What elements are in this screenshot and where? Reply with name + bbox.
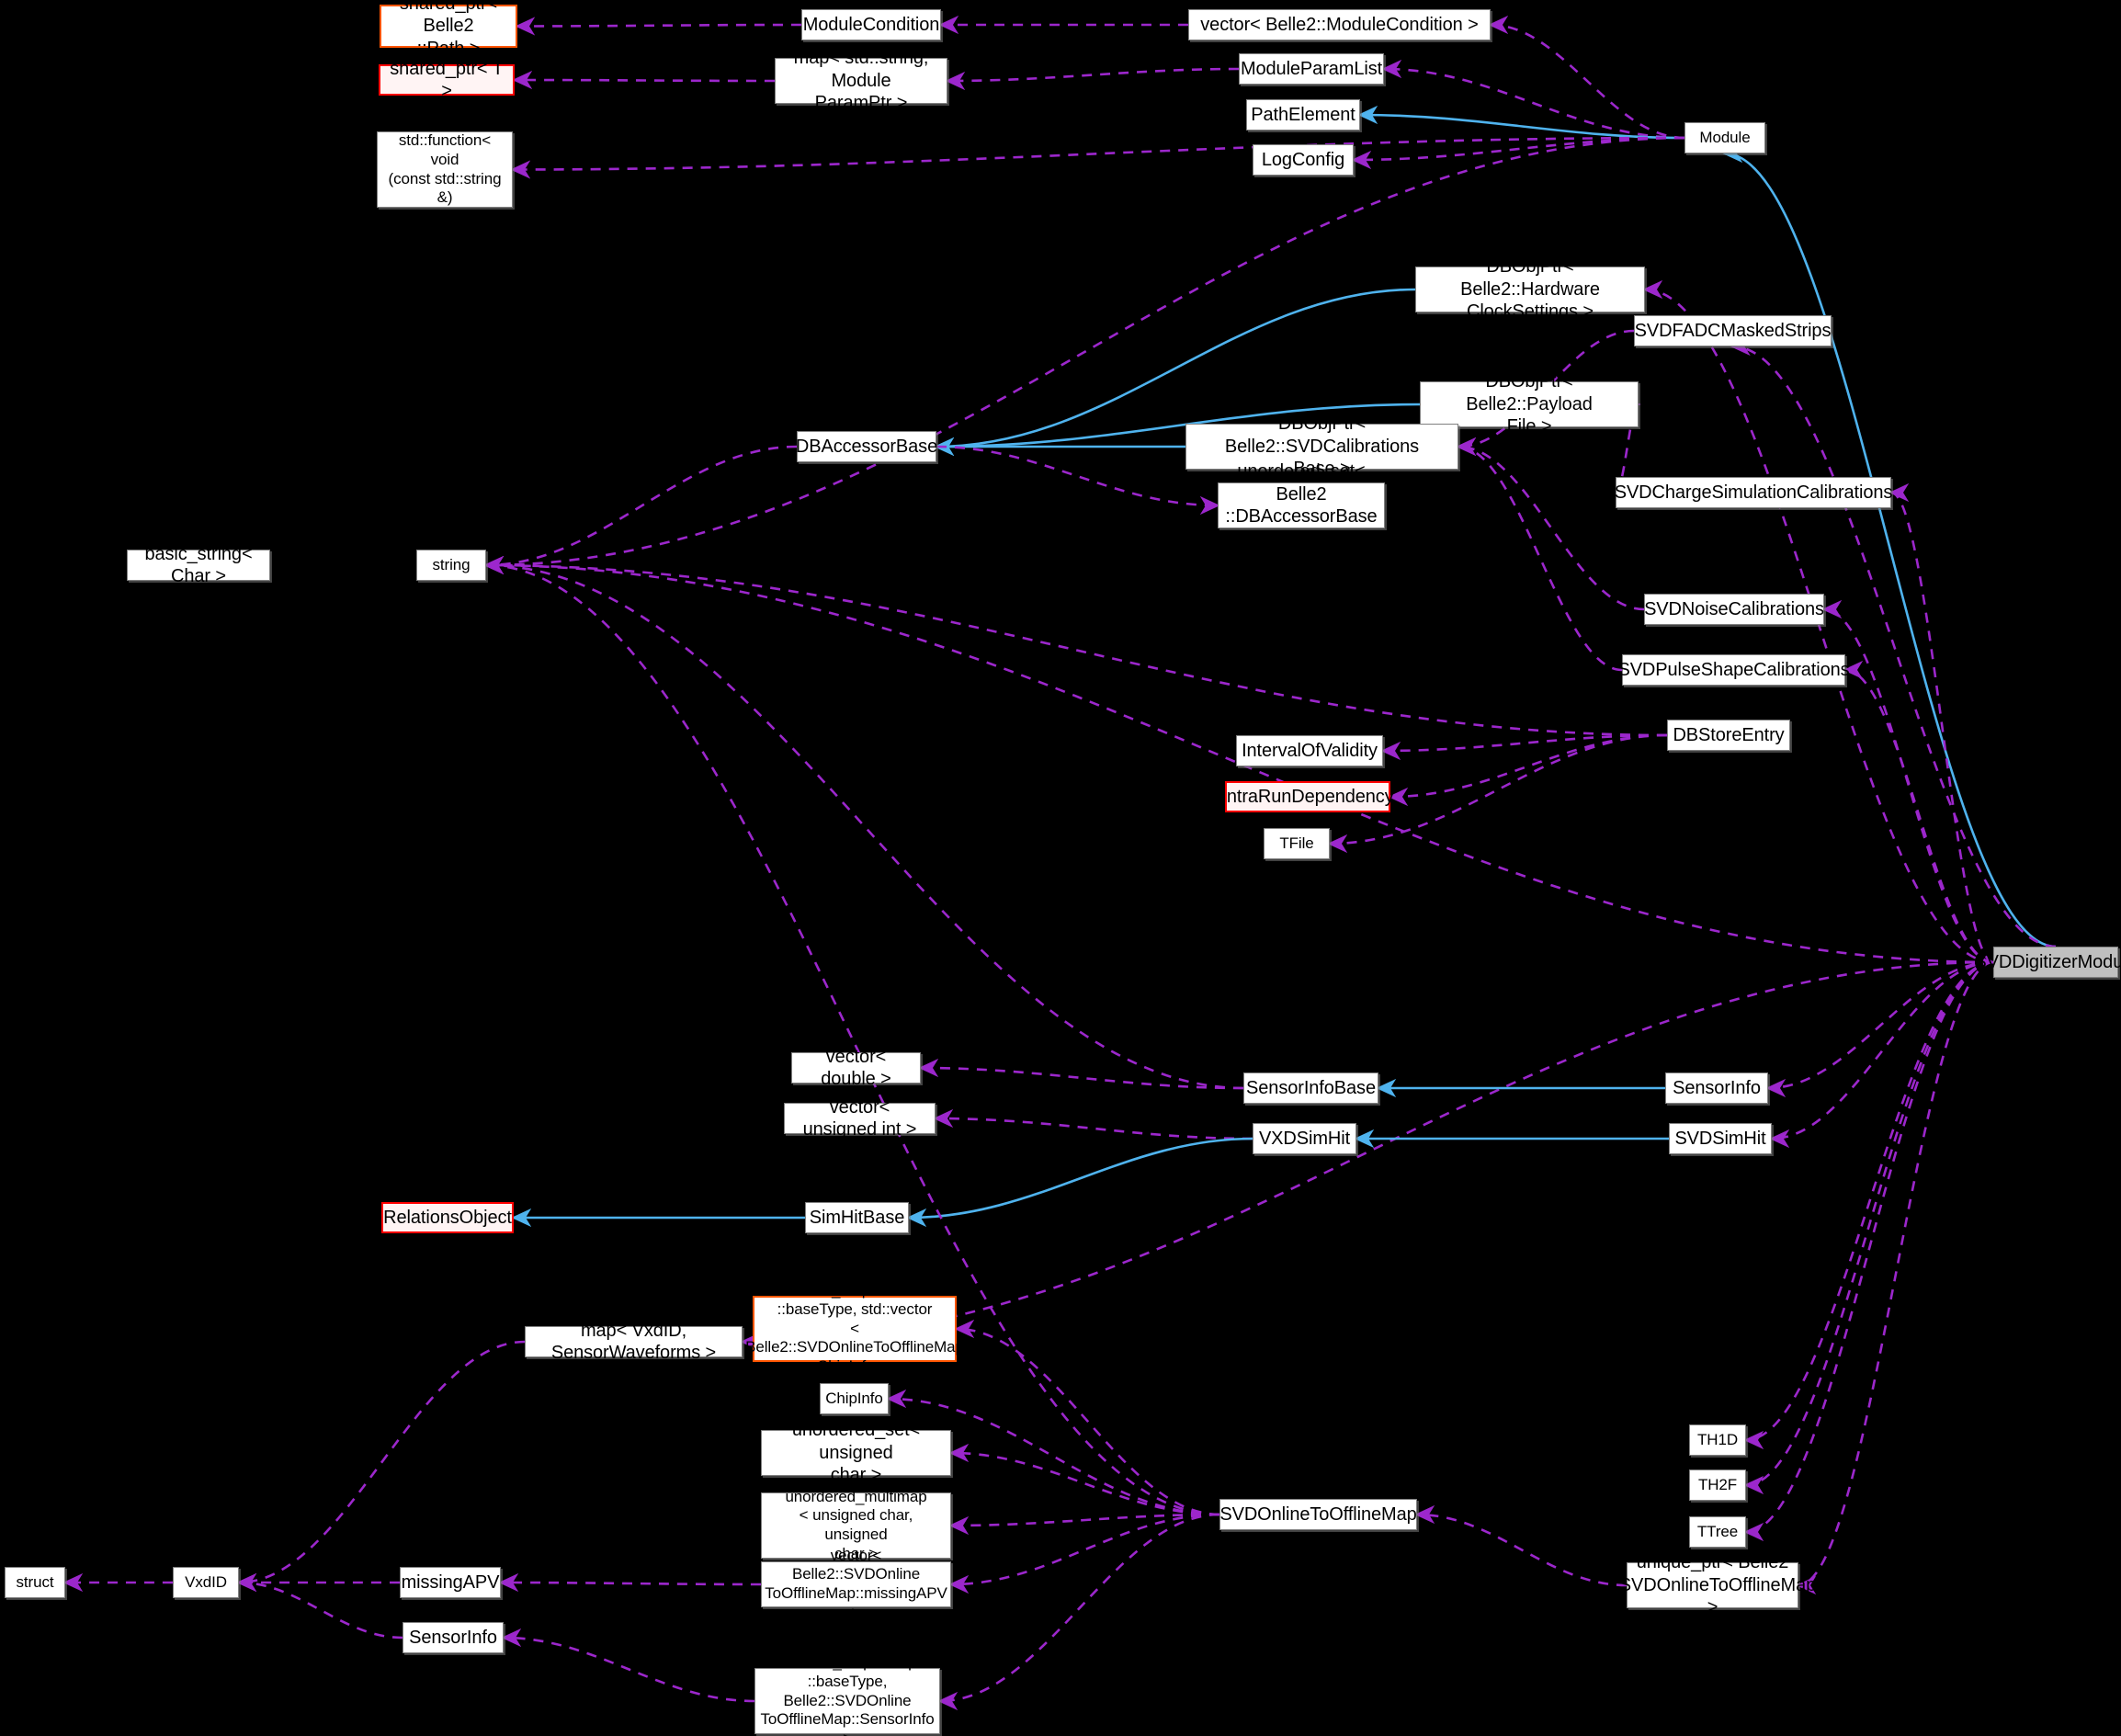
node-map_string_moduleparam[interactable]: map< std::string, Module ParamPtr > [775,48,947,113]
edge-svdonlinetoofflinemap-to-unordered_map_chipid [937,1513,1220,1711]
node-dbstoreentry[interactable]: DBStoreEntry [1667,720,1790,751]
node-vector_double[interactable]: vector< double > [791,1047,921,1089]
node-ttree[interactable]: TTree [1689,1516,1746,1548]
node-vec_missingapv[interactable]: vector< Belle2::SVDOnline ToOfflineMap::… [761,1547,951,1621]
node-unordered_map_chipid[interactable]: unordered_map< ChipID ::baseType, Belle2… [754,1653,940,1736]
node-vec_pair_function[interactable]: vector< std::pair< std::function< void (… [377,112,513,225]
edge-vec_missingapv-to-missingapv [498,1572,762,1593]
node-shared_ptr_path[interactable]: shared_ptr< Belle2 ::Path > [380,0,517,59]
node-unordered_map_sensorid[interactable]: unordered_map< SensorID ::baseType, std:… [745,1281,964,1376]
edge-module-to-pathelement [1357,105,1685,140]
edge-svddigitizermodule-to-module [1722,143,2057,948]
edge-svddigitizermodule-to-th2f [1743,960,1994,1495]
node-intrarundependency[interactable]: IntraRunDependency [1221,781,1394,812]
edge-vxdsimhit-to-simhitbase [906,1137,1253,1228]
edge-map_vxdid_waveform-to-vxdid [236,1340,526,1593]
node-dbaccessorbase[interactable]: DBAccessorBase [796,431,937,462]
node-logconfig[interactable]: LogConfig [1253,144,1354,176]
node-sensorinfo_bottom[interactable]: SensorInfo [403,1622,504,1653]
node-vector_uint[interactable]: vector< unsigned int > [784,1097,936,1140]
edge-vxdsimhit-to-vector_uint [933,1108,1253,1140]
node-basic_string_char[interactable]: basic_string< Char > [127,544,270,586]
node-moduleparamlist[interactable]: ModuleParamList [1239,53,1384,85]
edge-svddigitizermodule-to-unique_ptr_svdmap [1796,960,1994,1594]
node-unordered_set_dbacc[interactable]: unordered_set< Belle2 ::DBAccessorBase *… [1218,461,1385,549]
edge-svdonlinetoofflinemap-to-vec_missingapv [948,1513,1220,1594]
node-intervalofvalidity[interactable]: IntervalOfValidity [1236,735,1383,766]
node-tfile[interactable]: TFile [1264,828,1330,859]
edge-svdnoisecalib-to-dbobjptr_svdcalib [1456,437,1645,611]
edge-modulecondition-to-shared_ptr_path [515,17,802,36]
edge-svdonlinetoofflinemap-to-unordered_set_uchar [948,1443,1220,1516]
node-string[interactable]: string [416,550,486,581]
edge-dbaccessorbase-to-string [483,445,798,575]
node-svddigitizermodule[interactable]: SVDDigitizerModule [1974,947,2121,978]
edge-svddigitizermodule-to-svdsimhit [1769,960,1994,1149]
node-sensorinfo_top[interactable]: SensorInfo [1665,1072,1768,1104]
node-svdfadcmaskedstrips[interactable]: SVDFADCMaskedStrips [1634,315,1832,346]
node-modulecondition[interactable]: ModuleCondition [801,9,941,40]
node-vxdsimhit[interactable]: VXDSimHit [1253,1123,1356,1154]
node-struct[interactable]: struct [5,1567,65,1598]
edge-unordered_map_chipid-to-sensorinfo_bottom [501,1628,755,1703]
edge-svddigitizermodule-to-th1d [1743,960,1994,1450]
node-missingapv[interactable]: missingAPV [400,1567,501,1598]
edge-unique_ptr_svdmap-to-svdonlinetoofflinemap [1414,1504,1628,1587]
node-vec_modulecondition[interactable]: vector< Belle2::ModuleCondition > [1188,9,1491,40]
edge-svddigitizermodule-to-svdchargesimcalib [1888,483,1994,964]
edge-dbstoreentry-to-intervalofvalidity [1380,733,1668,761]
node-vxdid[interactable]: VxdID [173,1567,239,1598]
edge-dbaccessorbase-to-unordered_set_dbacc [936,445,1220,516]
edge-svddigitizermodule-to-dbobjptr_hardware [1642,279,1994,964]
edge-sensorinfo_bottom-to-vxdid [236,1572,403,1640]
edge-svdonlinetoofflinemap-to-unordered_map_sensorid [954,1319,1220,1516]
edge-svddigitizermodule-to-svdfadcmaskedstrips [1730,336,2057,948]
node-pathelement[interactable]: PathElement [1246,99,1360,130]
edge-module-to-vec_pair_function [510,136,1685,179]
node-chipinfo[interactable]: ChipInfo [820,1383,889,1414]
edge-svdonlinetoofflinemap-to-unordered_multimap [948,1513,1220,1536]
node-map_vxdid_waveform[interactable]: map< VxdID, SensorWaveforms > [525,1321,743,1363]
node-simhitbase[interactable]: SimHitBase [805,1202,909,1233]
node-relationsobject[interactable]: RelationsObject [381,1202,514,1233]
edge-svdpulseshapecalib-to-dbobjptr_svdcalib [1456,437,1623,672]
node-dbobjptr_hardware[interactable]: DBObjPtr< Belle2::Hardware ClockSettings… [1415,256,1645,322]
edge-module-to-vec_modulecondition [1488,15,1685,140]
node-module[interactable]: Module [1684,122,1765,153]
node-svdonlinetoofflinemap[interactable]: SVDOnlineToOfflineMap [1219,1499,1417,1530]
edge-dbstoreentry-to-string [483,555,1668,737]
edge-module-to-string [483,136,1685,575]
node-th2f[interactable]: TH2F [1689,1469,1746,1501]
edge-svddigitizermodule-to-sensorinfo_top [1765,960,1994,1098]
edge-sensorinfobase-to-string [483,555,1244,1090]
node-svdchargesimcalib[interactable]: SVDChargeSimulationCalibrations [1615,477,1892,508]
edge-map_string_moduleparam-to-shared_ptr_t [512,70,776,90]
node-unique_ptr_svdmap[interactable]: unique_ptr< Belle2 ::SVDOnlineToOfflineM… [1608,1552,1817,1618]
node-dbobjptr_payload[interactable]: DBObjPtr< Belle2::Payload File > [1420,371,1639,437]
node-svdpulseshapecalib[interactable]: SVDPulseShapeCalibrations [1617,654,1850,686]
edge-moduleparamlist-to-map_string_moduleparam [945,67,1240,91]
edge-module-to-logconfig [1351,136,1685,170]
node-th1d[interactable]: TH1D [1689,1424,1746,1456]
node-shared_ptr_t[interactable]: shared_ptr< T > [379,59,515,101]
node-svdsimhit[interactable]: SVDSimHit [1669,1123,1772,1154]
edge-sensorinfobase-to-vector_double [918,1058,1244,1090]
edge-dbstoreentry-to-intrarundependency [1388,733,1668,807]
node-unordered_set_uchar[interactable]: unordered_set< unsigned char > [761,1420,951,1485]
edge-svddigitizermodule-to-svdpulseshapecalib [1843,660,1994,964]
node-svdnoisecalib[interactable]: SVDNoiseCalibrations [1644,594,1824,625]
edge-svddigitizermodule-to-ttree [1743,960,1994,1542]
node-sensorinfobase[interactable]: SensorInfoBase [1243,1072,1378,1104]
edge-module-to-moduleparamlist [1381,59,1685,140]
